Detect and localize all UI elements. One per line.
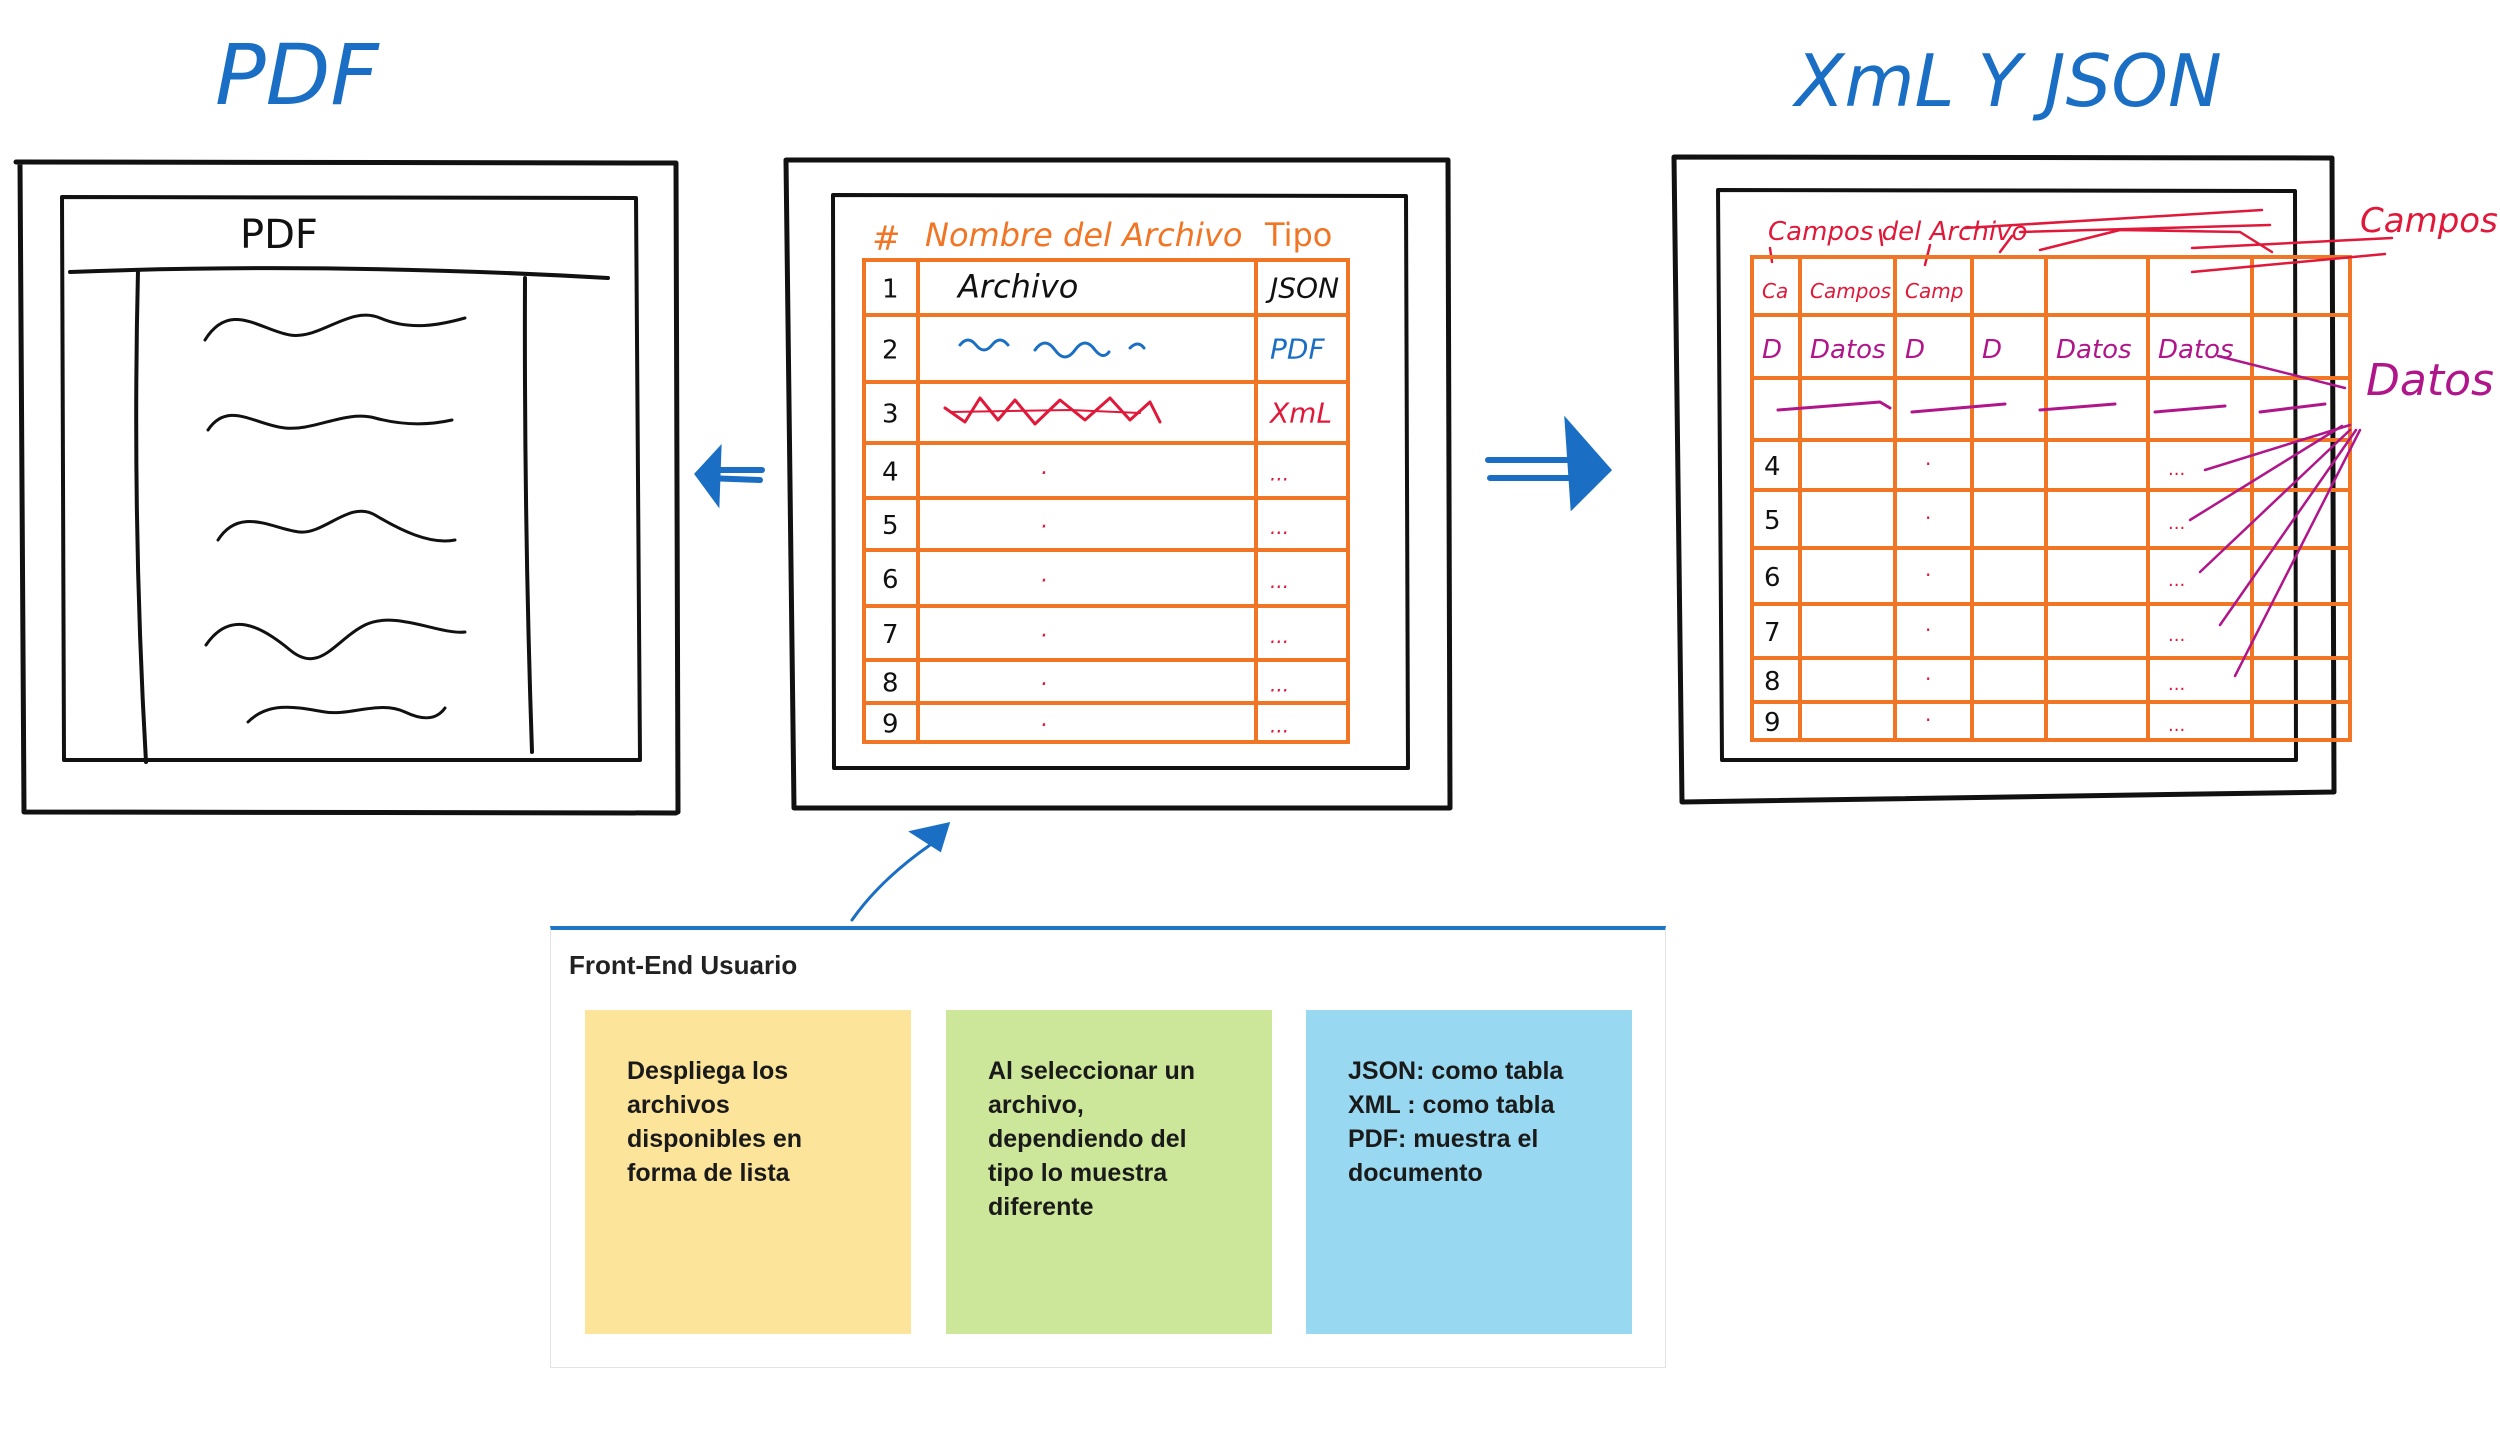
data-table-row-number: 8 [1764,667,1781,697]
sticky-note-formats[interactable]: JSON: como tabla XML : como tabla PDF: m… [1306,1010,1632,1334]
file-list-row-index: 9 [882,710,899,740]
file-list-row-type: ... [1270,673,1289,697]
file-list-row-index: 6 [882,565,899,595]
file-list-row-type: JSON [1265,272,1339,305]
file-list-row-name: · [1040,714,1047,739]
file-list-row-index: 3 [882,400,899,430]
file-list-row-index: 2 [882,336,899,366]
data-table-data-cell: D [1982,335,2002,365]
file-list-row-index: 5 [882,511,899,541]
file-list-row-type: ... [1270,515,1289,539]
data-table-data-cell: Datos [2158,335,2234,365]
pdf-document-title: PDF [240,212,318,258]
file-list-row-index: 7 [882,620,899,650]
file-list-header-type: Tipo [1264,216,1332,254]
data-table-dot-mark: · [1925,563,1931,587]
data-table-row-number: 6 [1764,563,1781,593]
campos-annotation: Campos [2360,201,2498,241]
file-list-row-name: · [1040,569,1047,594]
file-list-row-name: Archivo [956,268,1078,306]
data-table-data-cell: Datos [1810,335,1886,365]
data-table-ellipsis-mark: ... [2168,674,2185,695]
file-list-header-index: # [872,219,901,259]
panel-title: Front-End Usuario [569,950,798,980]
file-list-row-type: PDF [1270,333,1325,366]
data-table-row-number: 5 [1764,506,1781,536]
connector-arrow [850,821,951,922]
data-table-ellipsis-mark: ... [2168,513,2185,534]
file-list-row-name: · [1040,515,1047,540]
data-table-dot-mark: · [1925,708,1931,732]
file-list-header-name: Nombre del Archivo [925,216,1242,254]
pdf-heading: PDF [215,26,380,124]
file-list-border [862,258,1350,744]
fields-label: Campos del Archivo [1768,217,2027,247]
file-list-row-type: ... [1270,714,1289,738]
front-end-panel: Front-End Usuario Despliega los archivos… [550,926,1666,1368]
left-arrow [694,444,765,509]
right-arrow [1485,415,1613,512]
data-table-row-number: 4 [1764,452,1781,482]
data-table-dot-mark: · [1925,452,1931,476]
data-table-header-cell: Ca [1762,279,1788,303]
data-table-header-cell: Campos [1810,279,1891,303]
file-list-row-type: ... [1270,624,1289,648]
data-table-dot-mark: · [1925,618,1931,642]
data-table-data-cell: D [1762,335,1782,365]
xml-json-heading: XmL Y JSON [1791,39,2222,123]
file-list-row-index: 1 [882,275,899,305]
file-list-row-name: · [1040,462,1047,487]
data-table-dot-mark: · [1925,667,1931,691]
data-table-border [1750,255,2352,742]
sticky-notes: Despliega los archivos disponibles en fo… [585,1010,1635,1334]
data-table-header-cell: Camp [1905,279,1963,303]
file-list-row-name: · [1040,673,1047,698]
data-table-dot-mark: · [1925,506,1931,530]
file-list-row-type: ... [1270,462,1289,486]
datos-annotation: Datos [2366,355,2494,406]
data-table-data-cell: Datos [2056,335,2132,365]
data-table-row-number: 7 [1764,618,1781,648]
data-table-ellipsis-mark: ... [2168,625,2185,646]
data-table-data-cell: D [1905,335,1925,365]
file-list-row-index: 8 [882,669,899,699]
file-list-grid: 1 Archivo JSON 2 PDF 3 XmL 4 ·... 5 ·... 6 ·... 7 ·...… [862,258,1350,744]
data-table-ellipsis-mark: ... [2168,459,2185,480]
file-list-row-index: 4 [882,458,899,488]
data-table-row-number: 9 [1764,708,1781,738]
data-table-ellipsis-mark: ... [2168,570,2185,591]
pdf-viewer-mockup: PDF [13,159,681,816]
data-table-ellipsis-mark: ... [2168,715,2185,736]
sticky-note-select[interactable]: Al seleccionar un archivo, dependiendo d… [946,1010,1272,1334]
file-list-row-name: · [1040,624,1047,649]
file-list-row-type: ... [1270,569,1289,593]
file-list-mockup: # Nombre del Archivo Tipo 1 Archivo JSON 2 P… [783,157,1453,811]
sticky-note-list[interactable]: Despliega los archivos disponibles en fo… [585,1010,911,1334]
file-list-row-type: XmL [1268,397,1332,430]
